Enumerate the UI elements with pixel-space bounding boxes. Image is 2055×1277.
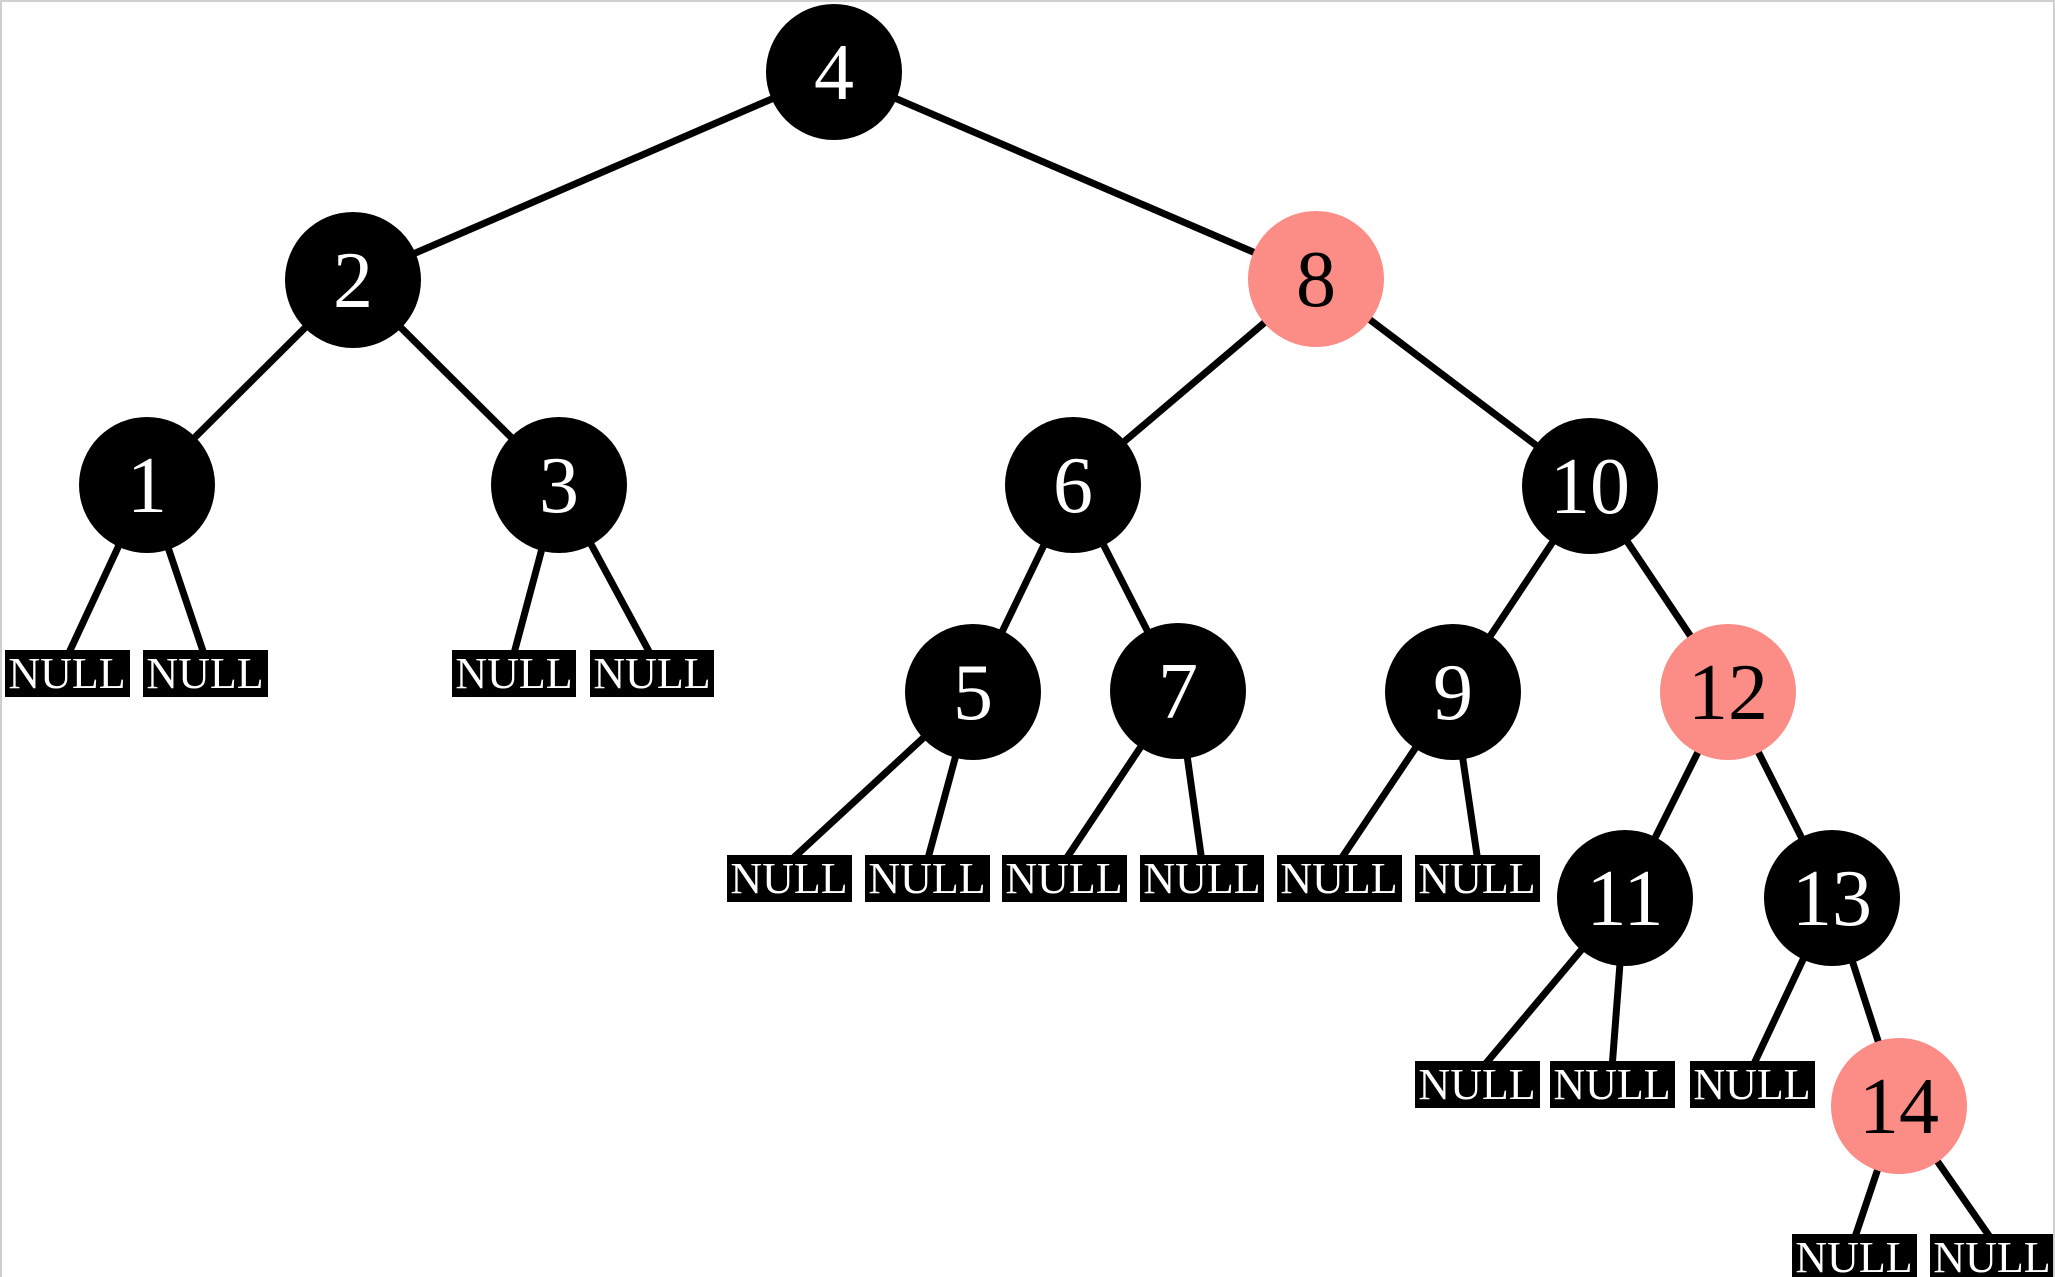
tree-nodes: 4 2 8 1 3 6 10 5 xyxy=(79,4,1967,1174)
tree-node-1: 1 xyxy=(79,417,215,553)
tree-node-14: 14 xyxy=(1831,1038,1967,1174)
null-leaf-label: NULL xyxy=(8,649,125,698)
null-leaf-label: NULL xyxy=(1418,1060,1535,1109)
tree-node-11: 11 xyxy=(1557,830,1693,966)
tree-node-12: 12 xyxy=(1660,624,1796,760)
tree-node-10-label: 10 xyxy=(1550,443,1630,531)
tree-node-1-label: 1 xyxy=(127,442,167,530)
null-leaf-13L: NULL xyxy=(1690,1060,1815,1109)
tree-node-14-label: 14 xyxy=(1859,1063,1939,1151)
tree-node-13-label: 13 xyxy=(1792,855,1872,943)
null-leaf-9L: NULL xyxy=(1277,854,1402,903)
tree-node-8-label: 8 xyxy=(1296,236,1336,324)
null-leaf-14R: NULL xyxy=(1930,1233,2053,1277)
null-leaf-3L: NULL xyxy=(452,649,576,698)
null-leaf-label: NULL xyxy=(1933,1233,2050,1277)
null-leaf-label: NULL xyxy=(1553,1060,1670,1109)
null-leaf-11R: NULL xyxy=(1550,1060,1675,1109)
edge-4-2 xyxy=(349,68,838,284)
tree-node-11-label: 11 xyxy=(1586,855,1663,943)
null-leaf-5R: NULL xyxy=(865,854,990,903)
null-leaf-label: NULL xyxy=(593,649,710,698)
null-leaf-14L: NULL xyxy=(1792,1233,1917,1277)
tree-node-9: 9 xyxy=(1385,624,1521,760)
null-leaf-3R: NULL xyxy=(590,649,714,698)
null-leaf-1R: NULL xyxy=(143,649,268,698)
null-leaf-9R: NULL xyxy=(1415,854,1540,903)
null-leaf-label: NULL xyxy=(1693,1060,1810,1109)
tree-node-3: 3 xyxy=(491,417,627,553)
tree-node-10: 10 xyxy=(1522,418,1658,554)
null-leaf-label: NULL xyxy=(146,649,263,698)
null-leaf-1L: NULL xyxy=(5,649,130,698)
null-leaf-label: NULL xyxy=(1280,854,1397,903)
tree-node-5: 5 xyxy=(905,624,1041,760)
tree-node-6: 6 xyxy=(1005,417,1141,553)
null-leaf-label: NULL xyxy=(1143,854,1260,903)
null-leaf-label: NULL xyxy=(1005,854,1122,903)
tree-node-9-label: 9 xyxy=(1433,649,1473,737)
null-leaf-11L: NULL xyxy=(1415,1060,1540,1109)
tree-node-13: 13 xyxy=(1764,830,1900,966)
tree-node-5-label: 5 xyxy=(953,649,993,737)
null-leaf-7L: NULL xyxy=(1002,854,1127,903)
tree-node-12-label: 12 xyxy=(1688,649,1768,737)
edge-4-8 xyxy=(830,68,1320,283)
tree-node-8: 8 xyxy=(1248,211,1384,347)
tree-node-7-label: 7 xyxy=(1158,648,1198,736)
tree-node-3-label: 3 xyxy=(539,442,579,530)
tree-node-4: 4 xyxy=(766,4,902,140)
null-leaf-label: NULL xyxy=(868,854,985,903)
tree-node-2: 2 xyxy=(285,212,421,348)
null-leaf-label: NULL xyxy=(455,649,572,698)
tree-node-6-label: 6 xyxy=(1053,442,1093,530)
null-leaf-5L: NULL xyxy=(727,854,852,903)
null-leaf-label: NULL xyxy=(1418,854,1535,903)
null-leaves: NULL NULL NULL NULL NULL NULL NULL NULL xyxy=(5,649,2053,1277)
tree-node-2-label: 2 xyxy=(333,237,373,325)
null-leaf-label: NULL xyxy=(1795,1233,1912,1277)
tree-node-7: 7 xyxy=(1110,623,1246,759)
null-leaf-7R: NULL xyxy=(1140,854,1264,903)
null-leaf-label: NULL xyxy=(730,854,847,903)
tree-node-4-label: 4 xyxy=(814,29,854,117)
